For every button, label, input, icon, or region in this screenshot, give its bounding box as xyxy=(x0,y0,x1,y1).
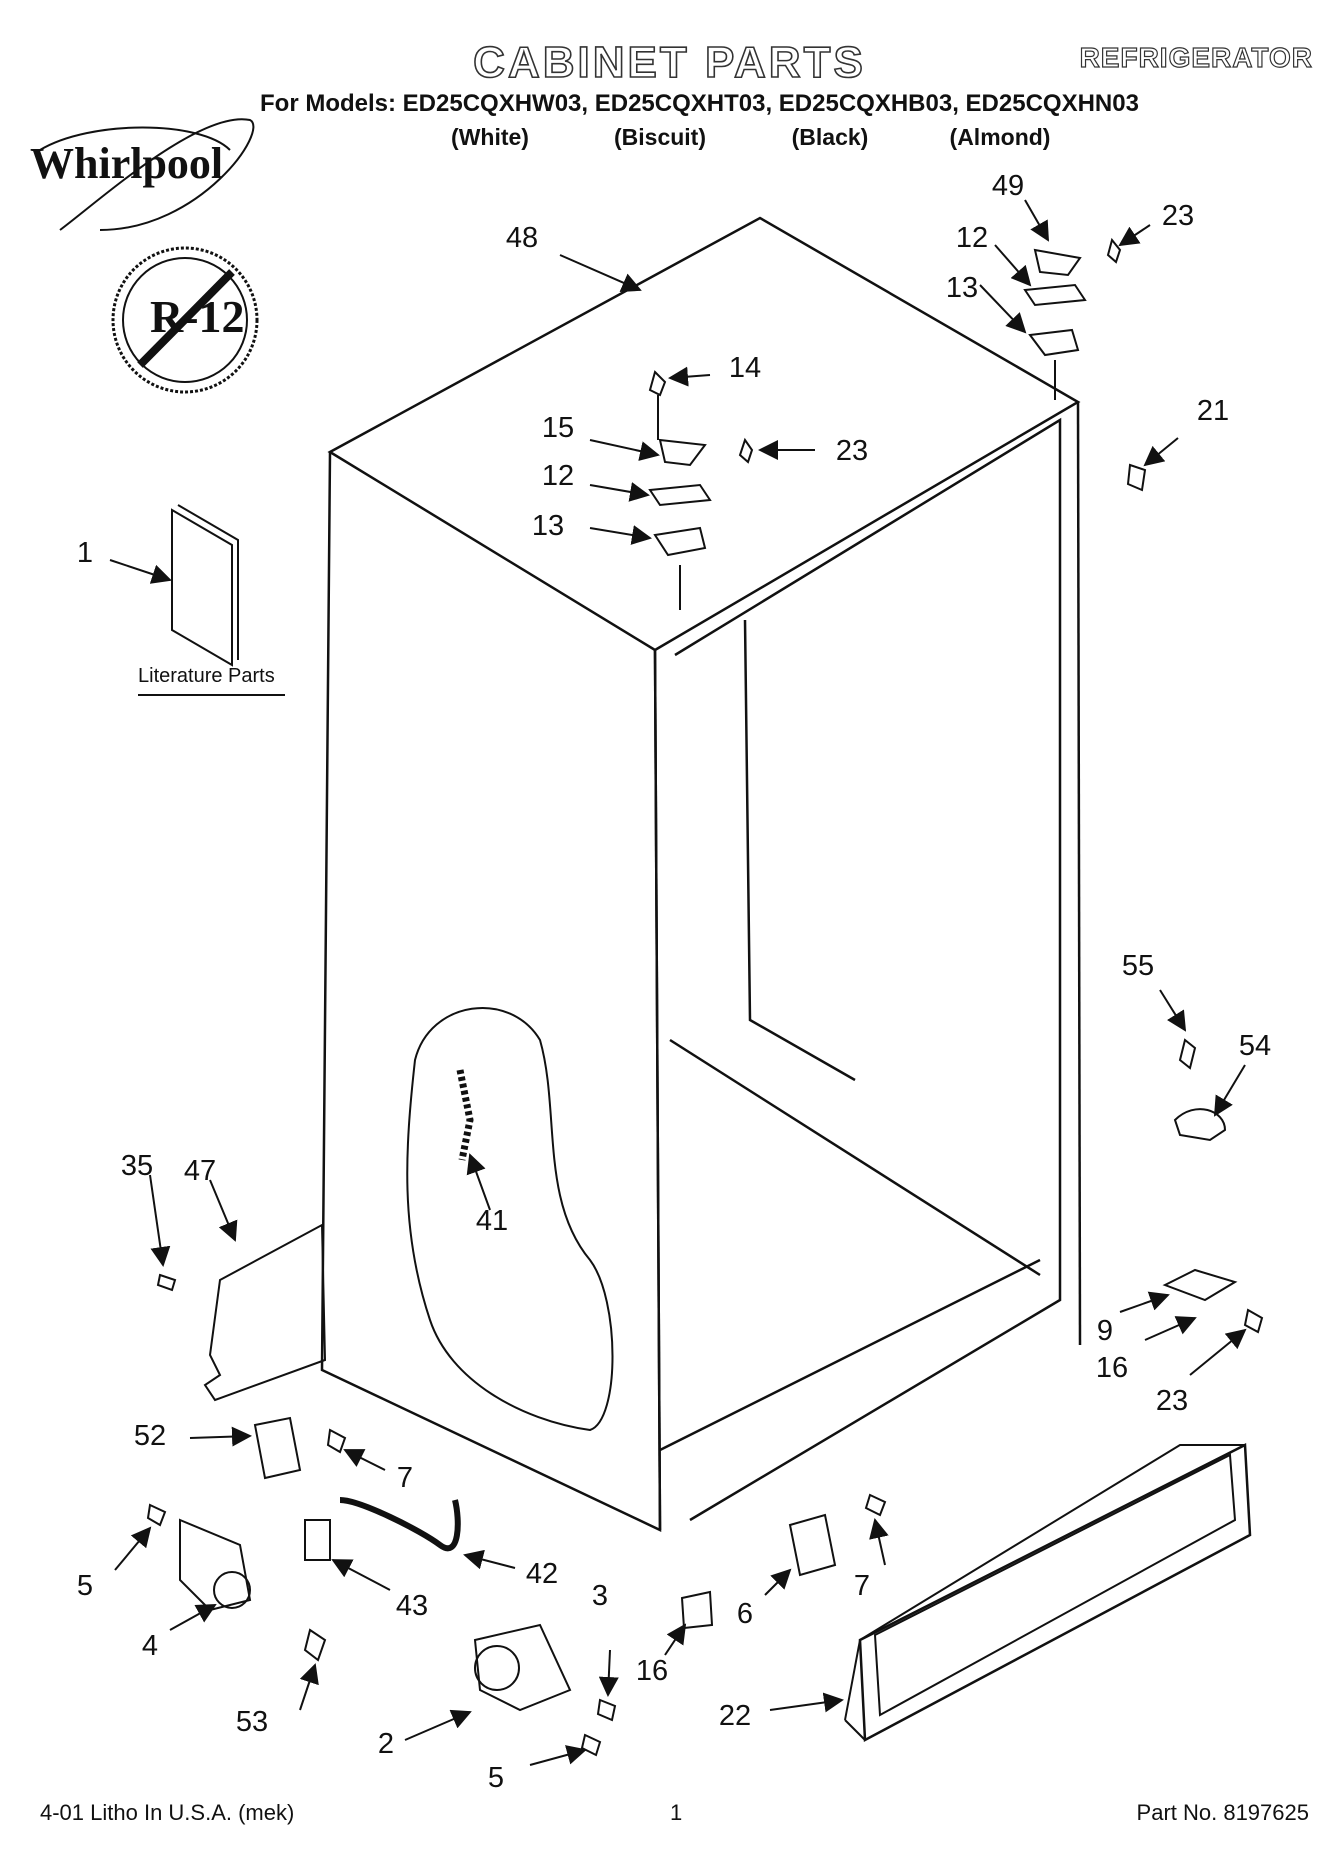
screw-55-icon xyxy=(1178,1038,1197,1070)
part-21-icon xyxy=(1126,463,1147,492)
callout-7: 7 xyxy=(853,1570,871,1602)
roller-4-icon xyxy=(179,1518,252,1612)
callout-23: 23 xyxy=(1155,1385,1189,1417)
hinge-assembly-left xyxy=(648,370,754,610)
callout-12: 12 xyxy=(955,222,989,254)
bracket-6-icon xyxy=(788,1513,837,1577)
callout-54: 54 xyxy=(1238,1030,1272,1062)
screw-53-icon xyxy=(303,1628,327,1662)
no-r12-badge-icon xyxy=(111,246,259,394)
logo-swirl-icon xyxy=(59,118,255,231)
callout-16: 16 xyxy=(1095,1352,1129,1384)
bracket-52-icon xyxy=(253,1416,302,1480)
callout-13: 13 xyxy=(945,272,979,304)
roller-2-icon xyxy=(473,1623,572,1712)
toe-grille-22-icon xyxy=(844,1443,1252,1743)
callout-55: 55 xyxy=(1121,950,1155,982)
cabinet-body xyxy=(320,216,1082,1532)
callout-9: 9 xyxy=(1096,1315,1114,1347)
callout-6: 6 xyxy=(736,1598,754,1630)
screw-7b-icon xyxy=(864,1493,887,1517)
screw-3-icon xyxy=(596,1698,617,1722)
print-info: 4-01 Litho In U.S.A. (mek) xyxy=(40,1800,295,1825)
callout-12: 12 xyxy=(541,460,575,492)
callout-14: 14 xyxy=(728,352,762,384)
color-white: (White) xyxy=(451,124,529,150)
cutaway-outline xyxy=(406,1007,614,1432)
callout-22: 22 xyxy=(718,1700,752,1732)
color-biscuit: (Biscuit) xyxy=(614,124,706,150)
hinge-assembly-right xyxy=(1023,237,1122,400)
hinge-bottom-right-icon xyxy=(1162,1268,1238,1302)
callout-5: 5 xyxy=(487,1762,505,1794)
tube-41-icon xyxy=(456,1069,474,1161)
page-title: CABINET PARTS xyxy=(472,37,866,88)
callout-16: 16 xyxy=(635,1655,669,1687)
callout-5: 5 xyxy=(76,1570,94,1602)
callout-4: 4 xyxy=(141,1630,159,1662)
bracket-54-icon xyxy=(1173,1108,1227,1142)
screw-23-bottom-icon xyxy=(1243,1308,1264,1334)
callout-43: 43 xyxy=(395,1590,429,1622)
color-black: (Black) xyxy=(791,124,869,150)
clip-16-icon xyxy=(680,1590,714,1630)
literature-parts-label: Literature Parts xyxy=(138,665,275,687)
literature-booklet-icon xyxy=(171,508,233,667)
callout-49: 49 xyxy=(991,170,1025,202)
rear-grille-47-icon xyxy=(203,1223,327,1402)
screw-5a-icon xyxy=(146,1503,167,1527)
screw-5b-icon xyxy=(580,1733,602,1757)
callout-15: 15 xyxy=(541,412,575,444)
part-number: Part No. 8197625 xyxy=(1136,1800,1309,1825)
callout-53: 53 xyxy=(235,1706,269,1738)
water-tube-42-icon xyxy=(339,1497,461,1551)
callout-13: 13 xyxy=(531,510,565,542)
callout-47: 47 xyxy=(183,1155,217,1187)
callout-52: 52 xyxy=(133,1420,167,1452)
callout-21: 21 xyxy=(1196,395,1230,427)
callout-7: 7 xyxy=(396,1462,414,1494)
callout-23: 23 xyxy=(835,435,869,467)
callout-48: 48 xyxy=(505,222,539,254)
color-almond: (Almond) xyxy=(949,124,1051,150)
callout-42: 42 xyxy=(525,1558,559,1590)
brand-logo: Whirlpool xyxy=(30,139,224,188)
screw-35-icon xyxy=(156,1273,177,1292)
callout-2: 2 xyxy=(377,1728,395,1760)
badge-label: R-12 xyxy=(150,291,245,342)
callout-41: 41 xyxy=(475,1205,509,1237)
callout-1: 1 xyxy=(76,537,94,569)
appliance-type: REFRIGERATOR xyxy=(1079,41,1313,73)
page-number: 1 xyxy=(670,1800,683,1825)
callout-3: 3 xyxy=(591,1580,609,1612)
logo-swoosh-icon xyxy=(39,126,231,151)
callout-23: 23 xyxy=(1161,200,1195,232)
clamp-43-icon xyxy=(304,1519,331,1561)
screw-7-icon xyxy=(326,1428,347,1454)
models-line: For Models: ED25CQXHW03, ED25CQXHT03, ED… xyxy=(260,90,1139,117)
callout-35: 35 xyxy=(120,1150,154,1182)
